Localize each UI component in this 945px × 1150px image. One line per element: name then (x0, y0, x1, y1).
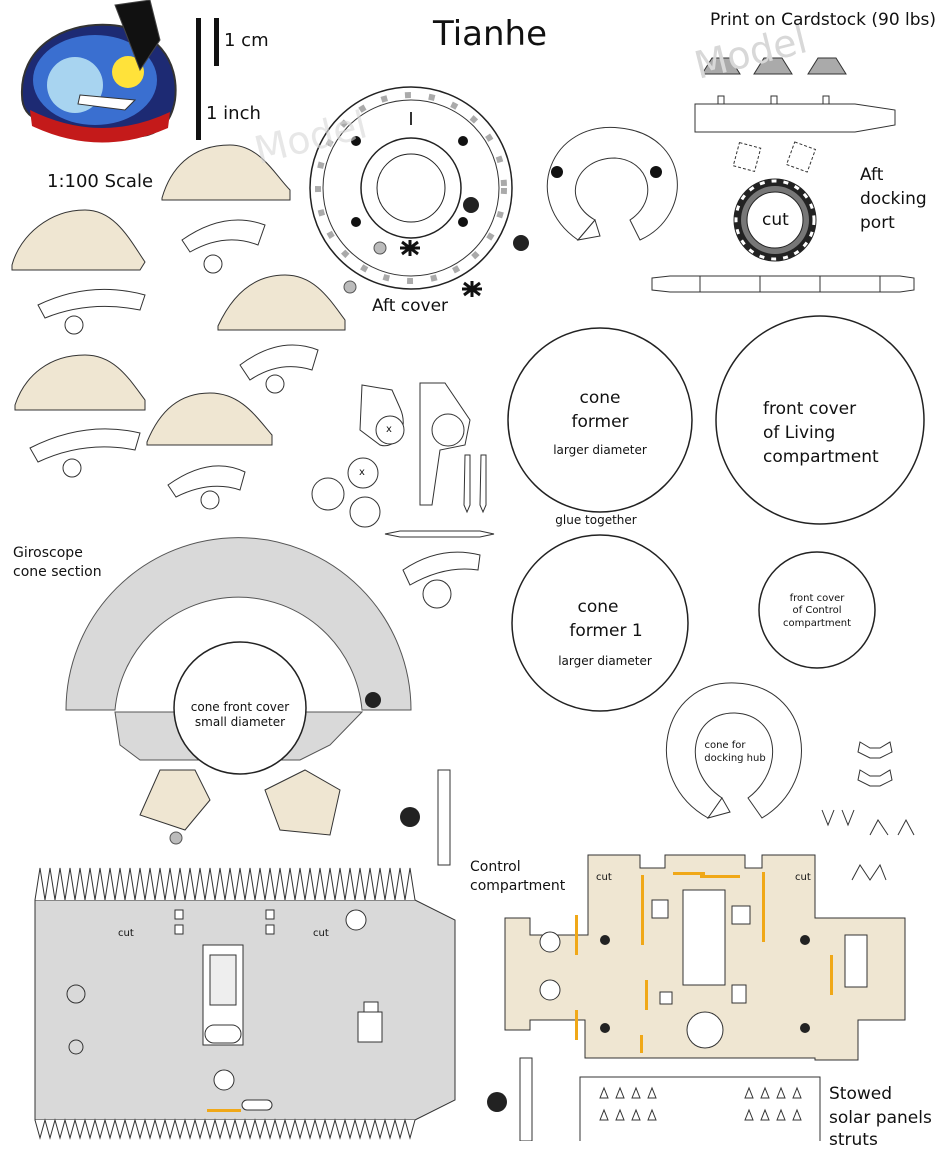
cut-label: cut (313, 928, 329, 939)
long-strip (651, 275, 915, 293)
tan-domes (11, 144, 346, 446)
white-arcs (29, 219, 319, 498)
aft-cover-label: Aft cover (372, 296, 449, 316)
aft-docking-ring (733, 178, 817, 262)
cut-label: cut (118, 928, 134, 939)
small-discs (62, 254, 285, 510)
docking-strip (694, 95, 896, 173)
aft-docking-label-1: Aft (860, 165, 884, 185)
front-living-label-2: of Living (763, 423, 836, 443)
docking-hub-label-2: docking hub (704, 753, 766, 764)
cut-label: cut (596, 872, 612, 883)
aft-docking-label-2: docking (860, 189, 927, 209)
cut-label: cut (795, 872, 811, 883)
page-title: Tianhe (433, 14, 548, 54)
print-note: Print on Cardstock (90 lbs) (710, 10, 937, 30)
x-mark: x (359, 467, 365, 478)
docking-hub-label-1: cone for (704, 740, 746, 751)
giroscope-label-1: Giroscope (13, 545, 83, 561)
cut-label: cut (762, 210, 789, 230)
scale-ratio-label: 1:100 Scale (47, 171, 154, 192)
giroscope-fan (65, 537, 412, 836)
stowed-label-3: struts (829, 1130, 878, 1150)
front-control-label-3: compartment (782, 618, 852, 629)
docking-hub-cone (666, 682, 802, 819)
glue-together-label: glue together (555, 513, 637, 527)
stowed-struts-box (579, 1076, 821, 1141)
horseshoe-cover (546, 127, 678, 241)
aft-cover-disc (309, 86, 513, 290)
front-living-label-3: compartment (763, 447, 879, 467)
cone-former-label-1: cone (579, 388, 621, 408)
cone-formers (507, 315, 925, 712)
cone-former1-label-1: cone (577, 597, 619, 617)
cone-former-label-2: former (571, 412, 629, 432)
scale-cm-label: 1 cm (224, 30, 269, 51)
control-label-1: Control (470, 859, 521, 875)
living-compartment-sheet (34, 867, 456, 1140)
front-control-label-2: of Control (792, 605, 842, 616)
cone-front-label-1: cone front cover (190, 700, 290, 714)
cone-former1-label-2: former 1 (569, 621, 643, 641)
x-mark: x (386, 424, 392, 435)
mid-parts (311, 382, 495, 609)
stowed-label-1: Stowed (829, 1084, 893, 1104)
scale-inch-label: 1 inch (206, 103, 261, 124)
clips (821, 741, 915, 881)
antenna-blocks (701, 57, 847, 75)
stowed-label-2: solar panels (829, 1108, 932, 1128)
giroscope-label-2: cone section (13, 564, 102, 580)
control-label-2: compartment (470, 878, 566, 894)
aft-docking-label-3: port (860, 213, 895, 233)
front-control-label-1: front cover (789, 593, 845, 604)
front-living-label-1: front cover (763, 399, 857, 419)
axm-logo (20, 0, 177, 143)
cone-front-label-2: small diameter (194, 715, 286, 729)
cone-former-sub: larger diameter (553, 443, 647, 457)
cone-former1-sub: larger diameter (558, 654, 652, 668)
control-compartment-sheet (504, 854, 906, 1061)
